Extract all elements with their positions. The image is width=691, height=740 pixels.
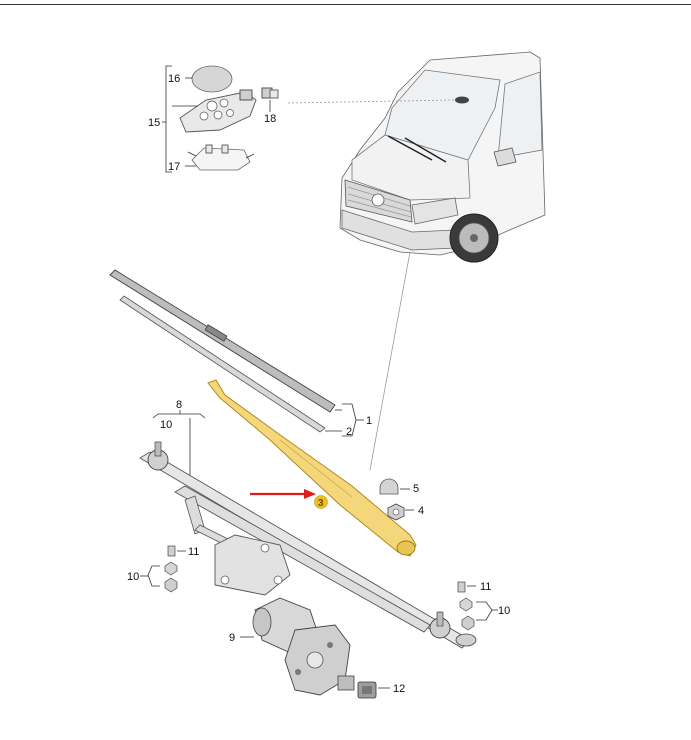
- callout-11-right: 11: [480, 581, 491, 593]
- motor-connector-part: [357, 681, 377, 699]
- callout-10-right: 10: [498, 605, 510, 617]
- callout-17: 17: [168, 161, 180, 173]
- callout-18: 18: [264, 113, 276, 125]
- wiper-arm-part-highlighted: [207, 379, 417, 557]
- wiper-linkage-frame-part: [139, 410, 477, 649]
- callout-1: 1: [366, 415, 372, 427]
- sensor-bracket-part: [187, 144, 255, 171]
- wiper-blade-part: [109, 269, 336, 413]
- callout-2: 2: [346, 426, 352, 438]
- leader-line-arm: [369, 251, 411, 471]
- callout-12: 12: [393, 683, 405, 695]
- red-arrow-icon: [250, 489, 316, 499]
- callout-3: 3: [318, 498, 324, 509]
- van-illustration: [339, 51, 546, 263]
- callout-16: 16: [168, 73, 180, 85]
- connector-part: [261, 87, 279, 99]
- cap-part: [379, 478, 399, 495]
- top-border-line: [0, 4, 691, 5]
- left-fastener-set: [140, 545, 186, 593]
- sensor-cover-part: [191, 65, 233, 93]
- callout-badge-3: [314, 495, 328, 509]
- wiper-motor-part: [252, 597, 355, 696]
- callout-5: 5: [413, 483, 419, 495]
- callout-10-left: 10: [127, 571, 139, 583]
- callout-11-left: 11: [188, 546, 199, 558]
- callout-15: 15: [148, 117, 160, 129]
- callout-8: 8: [176, 399, 182, 411]
- rain-light-sensor-part: [179, 89, 257, 133]
- callout-10-top: 10: [160, 419, 172, 431]
- sensor-kit-group: [162, 65, 279, 173]
- nut-part: [387, 503, 405, 521]
- callout-4: 4: [418, 505, 424, 517]
- wiper-rubber-part: [119, 295, 326, 433]
- right-fastener-set: [457, 581, 498, 631]
- callout-9: 9: [229, 632, 235, 644]
